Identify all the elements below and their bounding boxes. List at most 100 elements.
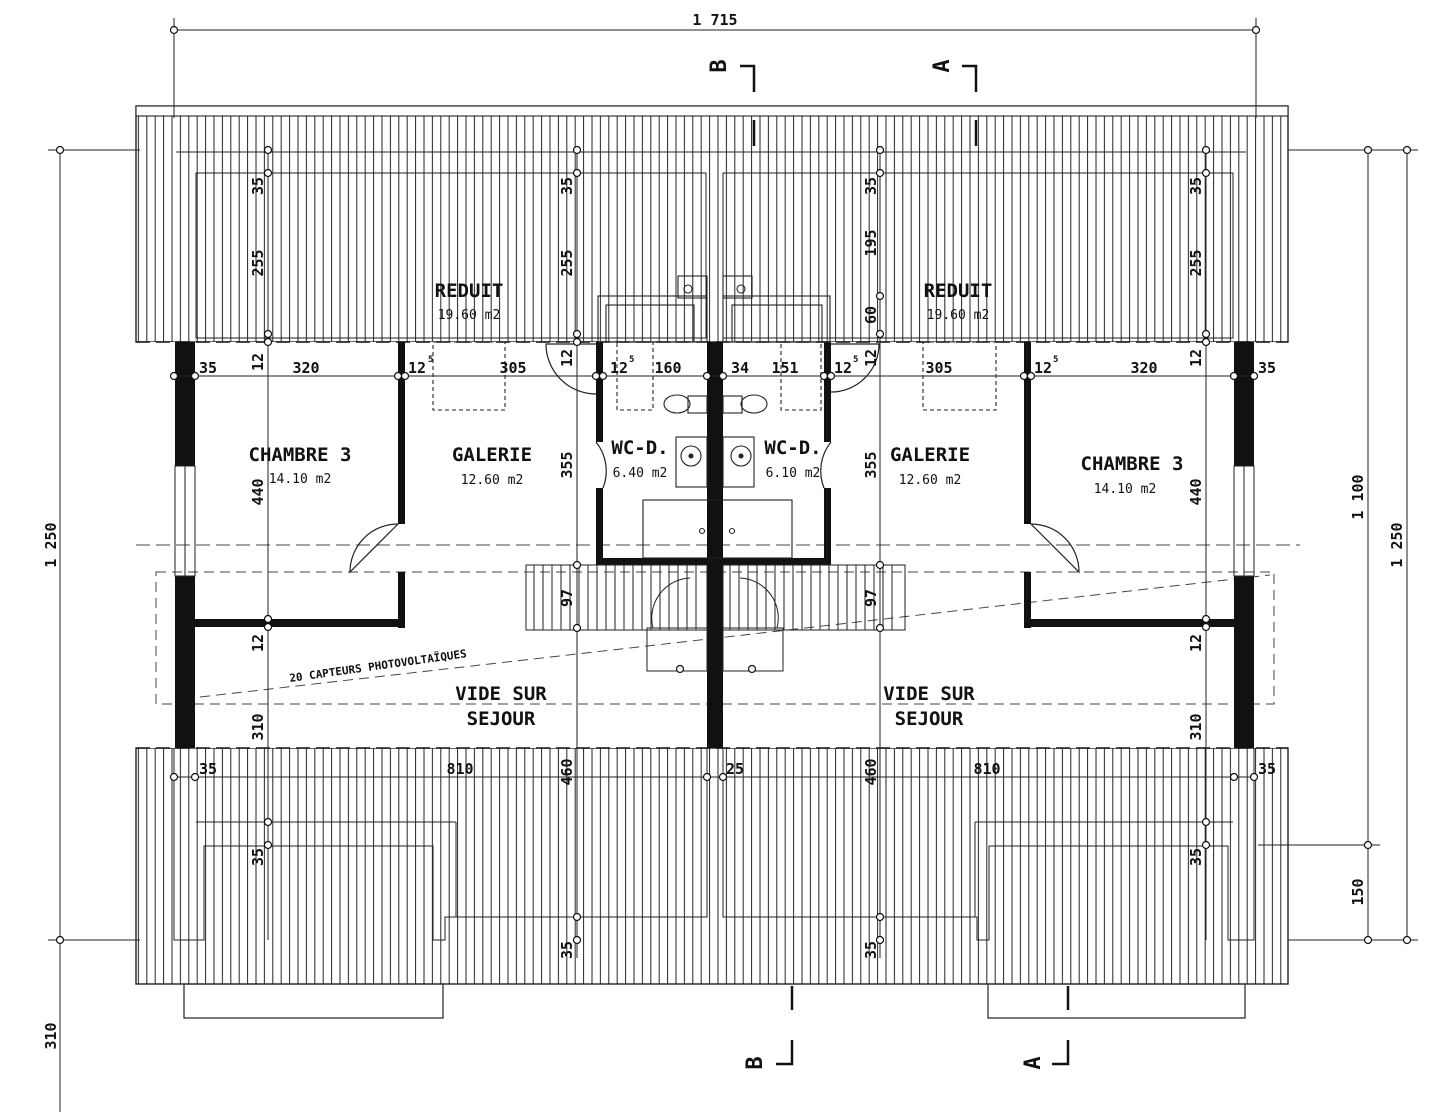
dim-v-c1-310: 310 (249, 713, 267, 740)
wall-wcr-south (723, 558, 831, 565)
dim-v-c2-460: 460 (558, 758, 576, 785)
wall-right-outer-upper (1234, 342, 1254, 466)
wall-wcr-east-lower (824, 488, 831, 565)
dim-bottom-height-left: 310 (42, 1022, 60, 1049)
dim-h-top-12e-sup: 5 (1053, 355, 1058, 365)
dim-v-c1-35a: 35 (249, 177, 267, 195)
room-vide-left-line2: SEJOUR (467, 708, 536, 730)
section-b-top: B (707, 59, 732, 72)
dim-overall-height-left: 1 250 (42, 522, 60, 567)
room-wc-right-name: WC-D. (764, 437, 821, 459)
dim-h-top-12d: 12 (834, 359, 852, 377)
room-wc-right-area: 6.10 m2 (766, 466, 821, 481)
dim-h-top-12b: 12 (408, 359, 426, 377)
toilet-right (740, 394, 768, 414)
dim-v-c2-355: 355 (558, 451, 576, 478)
dim-v-c2-97: 97 (558, 589, 576, 607)
room-galerie-left-name: GALERIE (452, 444, 532, 466)
room-galerie-right-area: 12.60 m2 (899, 473, 962, 488)
dim-v-c2-35b: 35 (558, 941, 576, 959)
section-b-bottom: B (743, 1056, 768, 1069)
dim-h-top-151: 151 (771, 359, 798, 377)
room-vide-right-line2: SEJOUR (895, 708, 964, 730)
wall-left-outer-lower (175, 576, 195, 748)
dim-h-top-35r: 35 (1258, 359, 1276, 377)
dim-v-c4-35a: 35 (1187, 177, 1205, 195)
dim-overall-height-right: 1 250 (1388, 522, 1406, 567)
room-reduit-left-name: REDUIT (435, 280, 504, 302)
dim-h-bot-25: 25 (726, 760, 744, 778)
room-galerie-left-area: 12.60 m2 (461, 473, 524, 488)
wall-left-outer-upper (175, 342, 195, 466)
dimension-nodes (55, 25, 1412, 945)
dim-v-c3-97: 97 (862, 589, 880, 607)
shower-tray (642, 499, 793, 559)
wall-ch3l-east-lower (398, 572, 405, 628)
dim-h-top-12c-sup: 5 (629, 355, 634, 365)
dim-v-c3-60: 60 (862, 306, 880, 324)
dim-h-top-320r: 320 (1130, 359, 1157, 377)
room-chambre-left-name: CHAMBRE 3 (249, 444, 352, 466)
roof-top (135, 105, 1289, 343)
section-a-bottom: A (1021, 1056, 1046, 1069)
wall-wcr-east (824, 342, 831, 442)
dim-v-c3-195: 195 (862, 229, 880, 256)
dim-v-c2-35a: 35 (558, 177, 576, 195)
windows (174, 465, 1255, 577)
dim-h-bot-810l: 810 (446, 760, 473, 778)
dim-v-c3-35b: 35 (862, 941, 880, 959)
dimension-lines (48, 18, 1418, 1112)
room-reduit-right-area: 19.60 m2 (927, 308, 990, 323)
dim-h-bot-35r: 35 (1258, 760, 1276, 778)
dim-v-c4-12b: 12 (1187, 634, 1205, 652)
dim-h-top-305l: 305 (499, 359, 526, 377)
room-vide-right-line1: VIDE SUR (883, 683, 975, 705)
dim-v-c3-35a: 35 (862, 177, 880, 195)
dim-v-c4-440: 440 (1187, 478, 1205, 505)
dim-v-c3-355: 355 (862, 451, 880, 478)
room-reduit-left-area: 19.60 m2 (438, 308, 501, 323)
dim-bottom-height-right: 150 (1349, 878, 1367, 905)
room-chambre-right-name: CHAMBRE 3 (1081, 453, 1184, 475)
section-markers (740, 64, 1070, 1066)
wall-ch3r-south (1031, 619, 1234, 627)
dim-h-top-12c: 12 (610, 359, 628, 377)
dim-v-c1-12b: 12 (249, 634, 267, 652)
dim-v-c1-255: 255 (249, 249, 267, 276)
stair-treads-right (729, 565, 893, 630)
dim-overall-width: 1 715 (692, 11, 737, 29)
wall-right-outer-lower (1234, 576, 1254, 748)
dim-h-top-34: 34 (731, 359, 749, 377)
room-chambre-left-area: 14.10 m2 (269, 472, 332, 487)
wall-ch3l-south (195, 619, 398, 627)
wall-wcl-west (596, 342, 603, 442)
toilet-left (663, 394, 691, 414)
wall-ch3r-west-lower (1024, 572, 1031, 628)
wall-ch3r-west (1024, 342, 1031, 524)
room-wc-left-name: WC-D. (611, 437, 668, 459)
dim-h-top-35l: 35 (199, 359, 217, 377)
dim-h-top-160: 160 (654, 359, 681, 377)
room-wc-left-area: 6.40 m2 (613, 466, 668, 481)
dim-v-c2-255: 255 (558, 249, 576, 276)
wall-ch3l-east (398, 342, 405, 524)
dim-h-bot-810r: 810 (973, 760, 1000, 778)
walls (175, 342, 1254, 748)
stair-treads-left (533, 565, 697, 630)
dim-h-top-305r: 305 (925, 359, 952, 377)
wall-center (707, 342, 723, 748)
dim-h-top-12b-sup: 5 (428, 355, 433, 365)
dim-v-c4-255: 255 (1187, 249, 1205, 276)
room-galerie-right-name: GALERIE (890, 444, 970, 466)
dim-v-c4-35b: 35 (1187, 848, 1205, 866)
dim-v-c3-460: 460 (862, 758, 880, 785)
room-vide-left-line1: VIDE SUR (455, 683, 547, 705)
dim-h-top-12e: 12 (1034, 359, 1052, 377)
dim-h-top-320l: 320 (292, 359, 319, 377)
roof-bottom (135, 747, 1289, 1019)
stairs (525, 564, 906, 672)
dim-v-c1-12: 12 (249, 353, 267, 371)
dim-v-c4-12: 12 (1187, 349, 1205, 367)
room-reduit-right-name: REDUIT (924, 280, 993, 302)
